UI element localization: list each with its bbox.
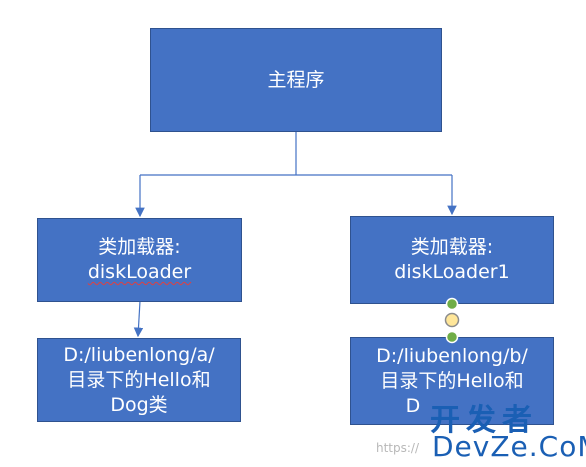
watermark-url: https:// bbox=[376, 441, 420, 455]
left-loader-title: 类加载器: bbox=[98, 236, 181, 258]
root-to-loaders-connector bbox=[135, 132, 457, 218]
left-dir-line1: D:/liubenlong/a/ bbox=[63, 343, 215, 366]
left-dir-line2: 目录下的Hello和 bbox=[67, 368, 211, 391]
watermark-cn: 开发者 bbox=[430, 403, 538, 438]
main-program-label: 主程序 bbox=[267, 68, 325, 91]
left-dir-line3: Dog类 bbox=[110, 393, 168, 416]
right-classloader-box: 类加载器: diskLoader1 bbox=[350, 216, 554, 304]
connector-handles[interactable] bbox=[440, 294, 466, 346]
watermark-en: DevZe.CoM bbox=[432, 430, 586, 463]
right-loader-title: 类加载器: bbox=[410, 236, 494, 258]
yellow-adjust-handle[interactable] bbox=[444, 312, 460, 328]
left-loader-name: diskLoader bbox=[87, 261, 192, 283]
right-dir-line2: 目录下的Hello和 bbox=[380, 369, 524, 392]
right-dir-line3: D bbox=[405, 394, 421, 417]
right-dir-line1: D:/liubenlong/b/ bbox=[376, 344, 528, 367]
right-loader-name: diskLoader1 bbox=[394, 261, 510, 283]
left-directory-box: D:/liubenlong/a/ 目录下的Hello和 Dog类 bbox=[37, 338, 241, 422]
main-program-box: 主程序 bbox=[150, 28, 442, 132]
green-handle-top[interactable] bbox=[445, 297, 459, 311]
left-classloader-box: 类加载器: diskLoader bbox=[37, 218, 242, 302]
right-directory-box: D:/liubenlong/b/ 目录下的Hello和 D bbox=[350, 337, 554, 425]
green-handle-bottom[interactable] bbox=[445, 330, 459, 344]
loader-to-dir-connector bbox=[133, 300, 144, 338]
